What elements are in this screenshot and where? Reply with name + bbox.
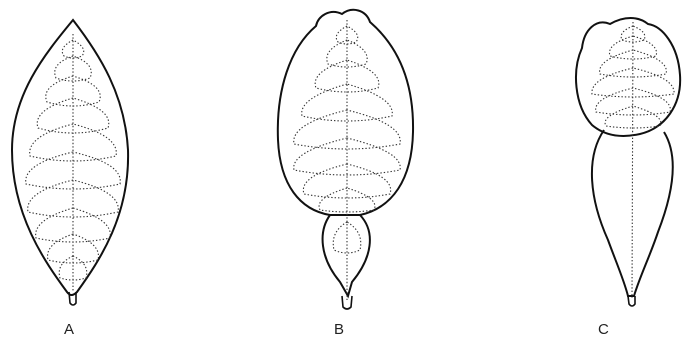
leaf-b bbox=[278, 10, 413, 309]
leaf-a bbox=[12, 20, 128, 305]
leaf-b-petiole bbox=[342, 296, 352, 309]
leaf-c-midrib bbox=[632, 22, 633, 298]
leaf-c-label: C bbox=[598, 322, 609, 337]
leaf-b-label: B bbox=[334, 322, 344, 337]
leaf-b-wing bbox=[323, 215, 370, 296]
leaf-a-label: A bbox=[64, 322, 74, 337]
leaf-c bbox=[576, 18, 680, 306]
